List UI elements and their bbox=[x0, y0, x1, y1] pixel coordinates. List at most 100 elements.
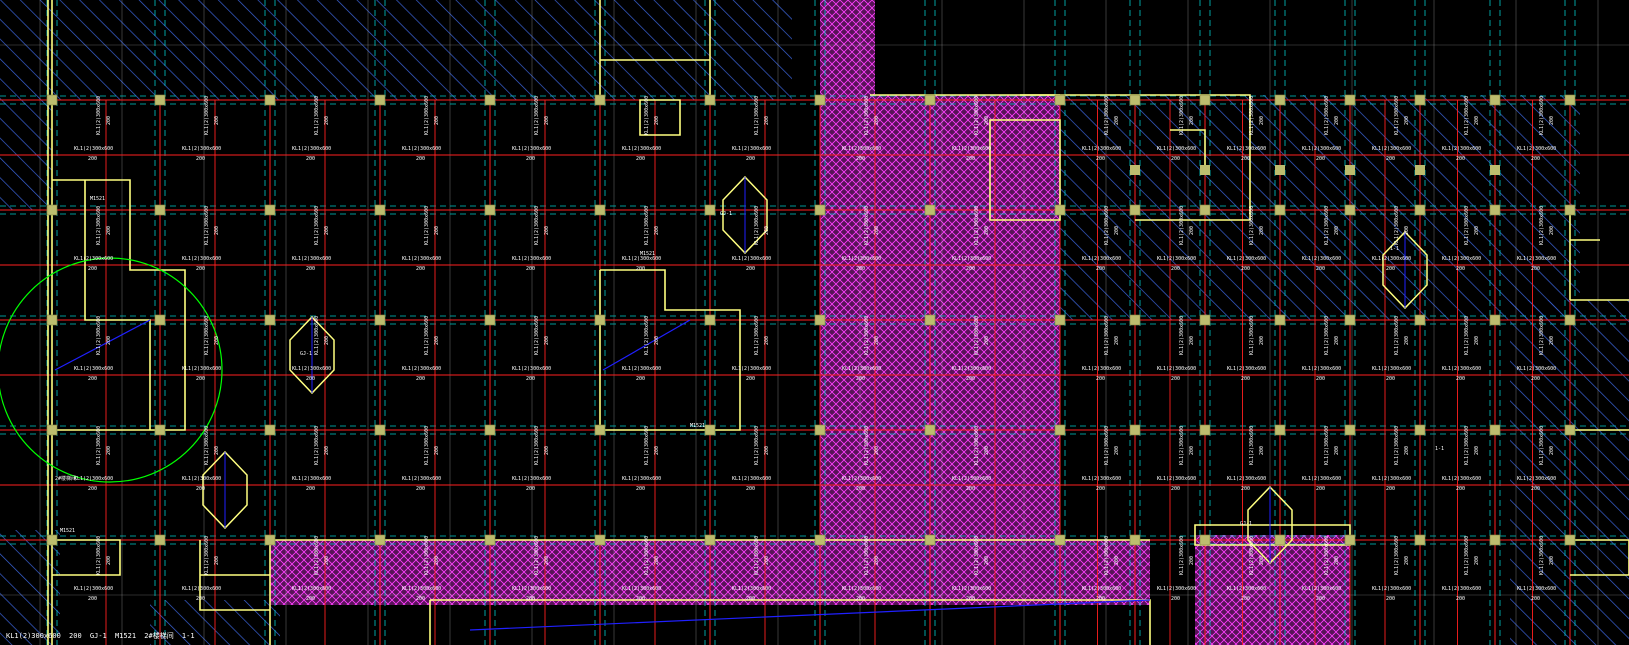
beam-dim-label: 200 bbox=[1114, 116, 1120, 125]
beam-spec-label: KL1(2)300x600 bbox=[864, 316, 870, 355]
beam-spec-label: KL1(2)300x600 bbox=[1302, 256, 1341, 262]
beam-spec-label: KL1(2)300x600 bbox=[314, 96, 320, 135]
beam-spec-label: KL1(2)300x600 bbox=[314, 536, 320, 575]
zone-hatch bbox=[1195, 535, 1350, 645]
beam-dim-label: 200 bbox=[764, 226, 770, 235]
beam-dim-label: 200 bbox=[306, 486, 315, 492]
beam-dim-label: 200 bbox=[654, 226, 660, 235]
beam-dim-label: 200 bbox=[856, 266, 865, 272]
beam-spec-label: KL1(2)300x600 bbox=[622, 586, 661, 592]
beam-dim-label: 200 bbox=[544, 556, 550, 565]
structural-column bbox=[46, 314, 58, 326]
beam-dim-label: 200 bbox=[106, 556, 112, 565]
structural-column bbox=[704, 94, 716, 106]
beam-dim-label: 200 bbox=[1386, 266, 1395, 272]
beam-dim-label: 200 bbox=[746, 486, 755, 492]
beam-dim-label: 200 bbox=[1189, 446, 1195, 455]
beam-spec-label: KL1(2)300x600 bbox=[842, 586, 881, 592]
beam-dim-label: 200 bbox=[1386, 376, 1395, 382]
structural-column bbox=[264, 314, 276, 326]
beam-spec-label: KL1(2)300x600 bbox=[204, 426, 210, 465]
beam-spec-label: KL1(2)300x600 bbox=[534, 316, 540, 355]
beam-spec-label: KL1(2)300x600 bbox=[644, 536, 650, 575]
structural-column bbox=[1274, 534, 1286, 546]
wall-outline bbox=[989, 119, 1061, 221]
beam-dim-label: 200 bbox=[966, 266, 975, 272]
beam-spec-label: KL1(2)300x600 bbox=[1104, 426, 1110, 465]
beam-spec-label: KL1(2)300x600 bbox=[644, 96, 650, 135]
beam-dim-label: 200 bbox=[214, 556, 220, 565]
beam-spec-label: KL1(2)300x600 bbox=[974, 536, 980, 575]
beam-dim-label: 200 bbox=[654, 116, 660, 125]
beam-spec-label: KL1(2)300x600 bbox=[1324, 96, 1330, 135]
beam-dim-label: 200 bbox=[1474, 226, 1480, 235]
beam-spec-label: KL1(2)300x600 bbox=[952, 586, 991, 592]
structural-column bbox=[1054, 314, 1066, 326]
structural-column bbox=[154, 94, 166, 106]
beam-spec-label: KL1(2)300x600 bbox=[864, 536, 870, 575]
beam-spec-label: KL1(2)300x600 bbox=[1394, 96, 1400, 135]
beam-spec-label: KL1(2)300x600 bbox=[732, 146, 771, 152]
beam-dim-label: 200 bbox=[1474, 446, 1480, 455]
hatch-region bbox=[52, 0, 792, 100]
beam-spec-label: KL1(2)300x600 bbox=[534, 96, 540, 135]
tag-label: GJ-1 bbox=[300, 351, 312, 357]
beam-spec-label: KL1(2)300x600 bbox=[424, 316, 430, 355]
beam-dim-label: 200 bbox=[1241, 596, 1250, 602]
beam-dim-label: 200 bbox=[874, 446, 880, 455]
beam-spec-label: KL1(2)300x600 bbox=[512, 146, 551, 152]
wall-outline bbox=[599, 0, 711, 100]
structural-column bbox=[264, 204, 276, 216]
structural-column bbox=[1199, 314, 1211, 326]
beam-spec-label: KL1(2)300x600 bbox=[732, 256, 771, 262]
wall-outline bbox=[199, 540, 270, 611]
beam-dim-label: 200 bbox=[1531, 266, 1540, 272]
beam-dim-label: 200 bbox=[1241, 376, 1250, 382]
beam-dim-label: 200 bbox=[1096, 486, 1105, 492]
beam-spec-label: KL1(2)300x600 bbox=[622, 476, 661, 482]
beam-dim-label: 200 bbox=[1316, 266, 1325, 272]
structural-column bbox=[1564, 94, 1576, 106]
beam-dim-label: 200 bbox=[1259, 556, 1265, 565]
beam-spec-label: KL1(2)300x600 bbox=[1249, 206, 1255, 245]
beam-dim-label: 200 bbox=[434, 446, 440, 455]
beam-spec-label: KL1(2)300x600 bbox=[204, 206, 210, 245]
beam-spec-label: KL1(2)300x600 bbox=[1179, 206, 1185, 245]
structural-column bbox=[1199, 424, 1211, 436]
beam-spec-label: KL1(2)300x600 bbox=[1442, 366, 1481, 372]
beam-spec-label: KL1(2)300x600 bbox=[622, 146, 661, 152]
beam-spec-label: KL1(2)300x600 bbox=[1464, 96, 1470, 135]
beam-spec-label: KL1(2)300x600 bbox=[314, 426, 320, 465]
beam-dim-label: 200 bbox=[1474, 336, 1480, 345]
beam-dim-label: 200 bbox=[1259, 116, 1265, 125]
structural-column bbox=[374, 204, 386, 216]
beam-dim-label: 200 bbox=[434, 116, 440, 125]
beam-spec-label: KL1(2)300x600 bbox=[512, 586, 551, 592]
structural-column bbox=[1199, 534, 1211, 546]
beam-dim-label: 200 bbox=[1189, 116, 1195, 125]
zone-hatch bbox=[820, 0, 875, 95]
beam-dim-label: 200 bbox=[636, 486, 645, 492]
structural-column bbox=[154, 534, 166, 546]
beam-dim-label: 200 bbox=[544, 336, 550, 345]
beam-spec-label: KL1(2)300x600 bbox=[1464, 536, 1470, 575]
beam-spec-label: KL1(2)300x600 bbox=[1517, 366, 1556, 372]
beam-dim-label: 200 bbox=[1241, 266, 1250, 272]
beam-dim-label: 200 bbox=[214, 226, 220, 235]
beam-spec-label: KL1(2)300x600 bbox=[96, 536, 102, 575]
beam-spec-label: KL1(2)300x600 bbox=[96, 426, 102, 465]
beam-dim-label: 200 bbox=[1334, 556, 1340, 565]
beam-dim-label: 200 bbox=[874, 336, 880, 345]
beam-spec-label: KL1(2)300x600 bbox=[534, 426, 540, 465]
structural-column bbox=[924, 94, 936, 106]
structural-column bbox=[1274, 204, 1286, 216]
beam-dim-label: 200 bbox=[746, 376, 755, 382]
beam-dim-label: 200 bbox=[1259, 336, 1265, 345]
structural-column bbox=[594, 424, 606, 436]
wall-outline bbox=[599, 269, 741, 431]
beam-dim-label: 200 bbox=[636, 596, 645, 602]
structural-column bbox=[1344, 534, 1356, 546]
